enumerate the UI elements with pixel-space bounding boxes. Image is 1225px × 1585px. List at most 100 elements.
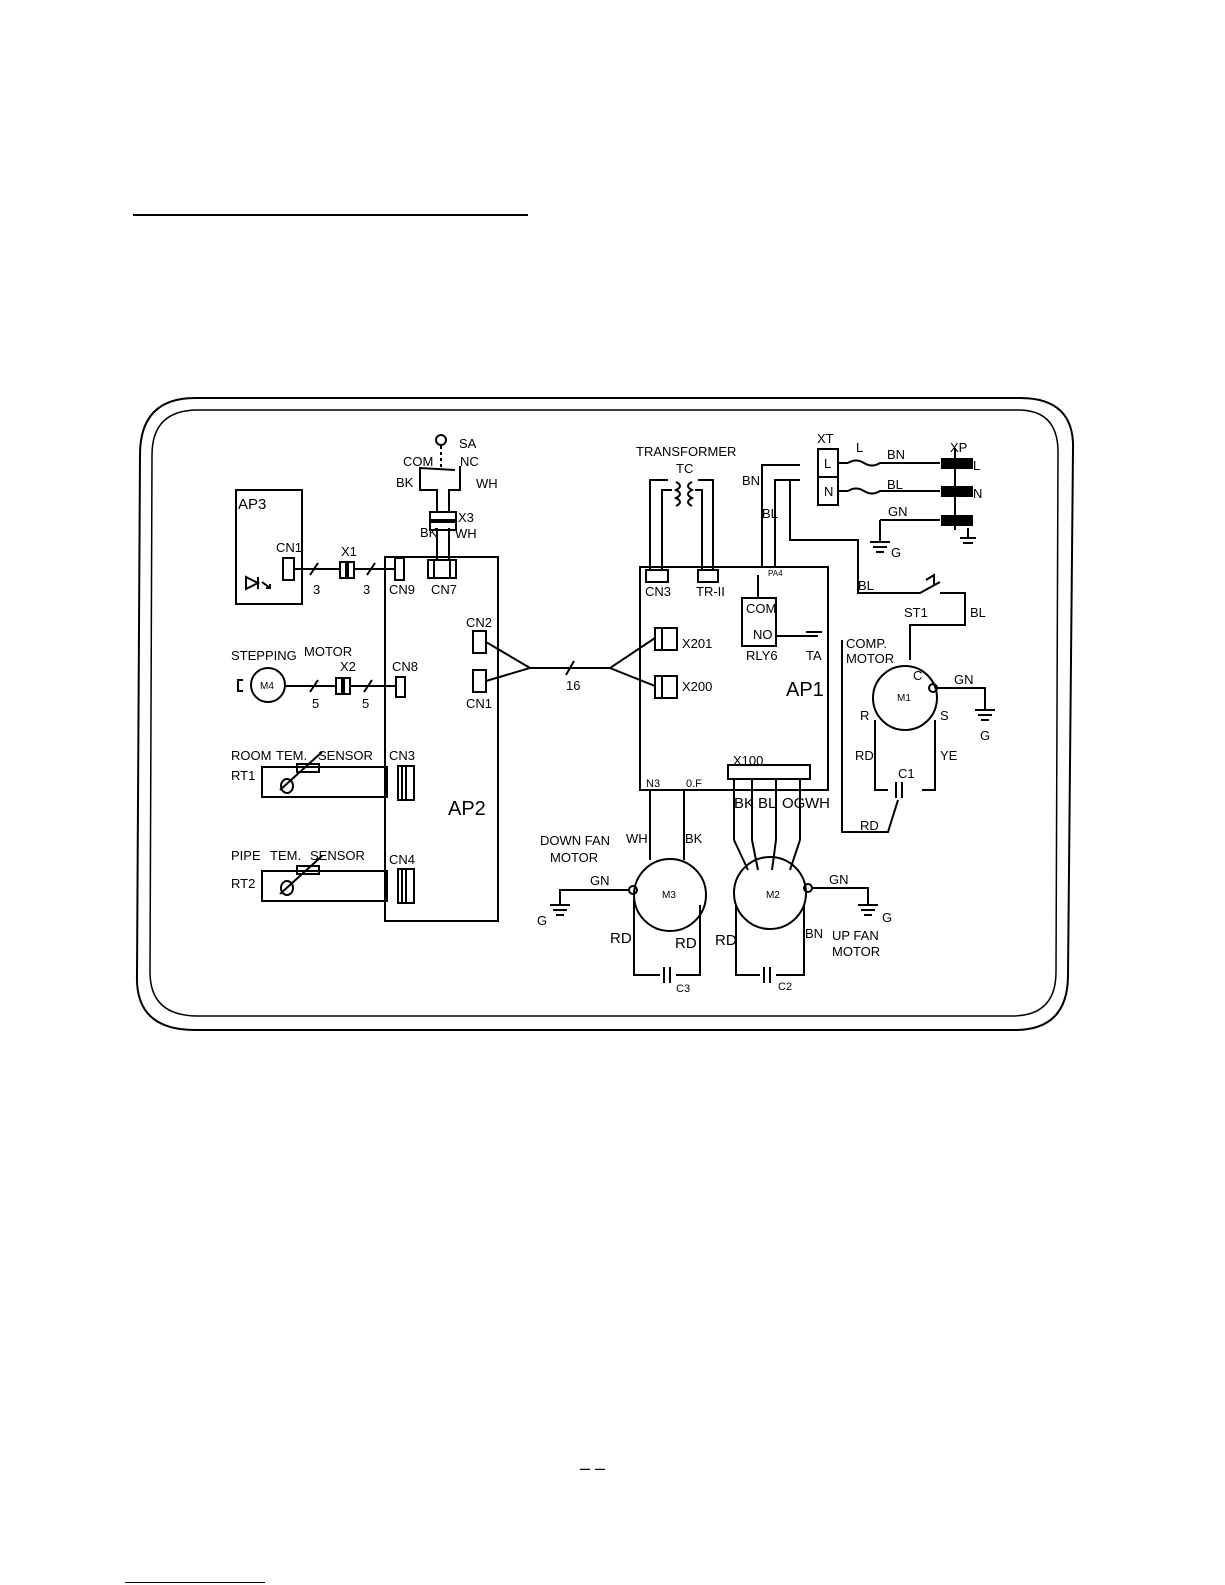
rd-m3-left-label: RD: [610, 930, 632, 947]
stepping-motor-label: MOTOR: [304, 644, 352, 659]
tr-label: TR-II: [696, 584, 725, 599]
wire-segment: [847, 487, 940, 495]
ap2-box: [384, 556, 499, 922]
wire-segment: [309, 679, 373, 693]
wire-segment: [663, 967, 671, 983]
g-m1-label: G: [980, 728, 990, 743]
cn3-ap1-connector: [645, 569, 669, 583]
wire-segment: [687, 481, 695, 507]
wire-segment: [941, 458, 973, 469]
wire-segment: [237, 679, 243, 692]
m2-label: M2: [766, 890, 780, 901]
diagram-frame-outer: [135, 397, 1075, 1031]
xt-label: XT: [817, 431, 834, 446]
wire-segment: [870, 541, 890, 553]
wire-segment: [941, 515, 973, 526]
cn7-label: CN7: [431, 582, 457, 597]
bl-st-label: BL: [858, 578, 874, 593]
stepping-label: STEPPING: [231, 648, 297, 663]
cn9-label: CN9: [389, 582, 415, 597]
x1-count-left: 3: [313, 582, 320, 597]
m3-motor: [633, 858, 707, 932]
wire-segment: [279, 855, 323, 895]
wire-segment: [280, 880, 294, 896]
bl-top-label: BL: [887, 477, 903, 492]
rt1-label: RT1: [231, 768, 255, 783]
wire-segment: [789, 480, 910, 594]
n3-label: N3: [646, 778, 660, 790]
wire-segment: [733, 839, 801, 871]
cn9-connector: [394, 557, 405, 581]
switch-wh-label: WH: [476, 476, 498, 491]
room-sensor-body: [261, 766, 388, 798]
down-fan-label: DOWN FAN: [540, 833, 610, 848]
wire-segment: [879, 519, 940, 542]
x100-connector: [727, 764, 811, 780]
bn-m2-label: BN: [805, 926, 823, 941]
comp-label: COMP.: [846, 636, 887, 651]
wire-segment: [343, 677, 351, 695]
wire-segment: [960, 528, 976, 544]
wire-segment: [858, 904, 878, 916]
rd-m2-label: RD: [715, 932, 737, 949]
x1-count-right: 3: [363, 582, 370, 597]
wire-segment: [975, 709, 995, 721]
ye-label: YE: [940, 748, 958, 763]
footer-underline: [125, 1582, 265, 1583]
transformer-label: TRANSFORMER: [636, 444, 736, 459]
ap2-label: AP2: [448, 798, 486, 820]
wire-segment: [841, 640, 899, 833]
m4-label: M4: [260, 681, 274, 692]
tr-connector: [697, 569, 719, 583]
x201-connector: [654, 627, 678, 651]
sa-label: SA: [459, 436, 477, 451]
wire-segment: [628, 885, 638, 895]
wire-segment: [695, 479, 714, 570]
rd-m3-right-label: RD: [675, 935, 697, 952]
switch-nc-label: NC: [460, 454, 479, 469]
cn3-ap1-label: CN3: [645, 584, 671, 599]
wire-segment: [296, 865, 320, 875]
room-label: ROOM: [231, 748, 271, 763]
cn2-connector: [472, 630, 487, 654]
of-label: 0.F: [686, 778, 702, 790]
cn1-connector: [282, 557, 295, 581]
wire-segment: [485, 641, 533, 682]
wire-segment: [436, 528, 450, 560]
pipe-sensor-body: [261, 870, 388, 902]
gn-m1-label: GN: [954, 672, 974, 687]
bk-fan-label: BK: [685, 831, 703, 846]
rd-m1-label: RD: [855, 748, 874, 763]
x200-connector: [654, 675, 678, 699]
bl-x100-label: BL: [758, 795, 776, 812]
m3-label: M3: [662, 890, 676, 901]
cn1-ap2-connector: [472, 669, 487, 693]
tc-label: TC: [676, 461, 693, 476]
wire-segment: [347, 561, 355, 579]
bk-x100-label: BK: [734, 795, 754, 812]
bl-left-label: BL: [762, 506, 778, 521]
g-top-label: G: [891, 545, 901, 560]
x100-label: X100: [733, 753, 763, 768]
c3-label: C3: [676, 983, 690, 995]
cn3-ap2-label: CN3: [389, 748, 415, 763]
l-fuse-label: L: [856, 440, 863, 455]
rly-no-label: NO: [753, 627, 773, 642]
x3-bk-label: BK: [420, 525, 438, 540]
wire-segment: [937, 687, 986, 710]
bn-left-label: BN: [742, 473, 760, 488]
c-label: C: [913, 668, 922, 683]
wire-segment: [429, 511, 457, 521]
wire-segment: [874, 720, 936, 791]
wire-segment: [279, 751, 323, 791]
x201-label: X201: [682, 636, 712, 651]
st1-label: ST1: [904, 605, 928, 620]
rly-com-label: COM: [746, 601, 776, 616]
ap3-box: [235, 489, 303, 605]
wire-segment: [429, 521, 457, 531]
wire-segment: [895, 782, 903, 798]
cn1-label: CN1: [276, 540, 302, 555]
x2-count-right: 5: [362, 696, 369, 711]
x3-label: X3: [458, 510, 474, 525]
